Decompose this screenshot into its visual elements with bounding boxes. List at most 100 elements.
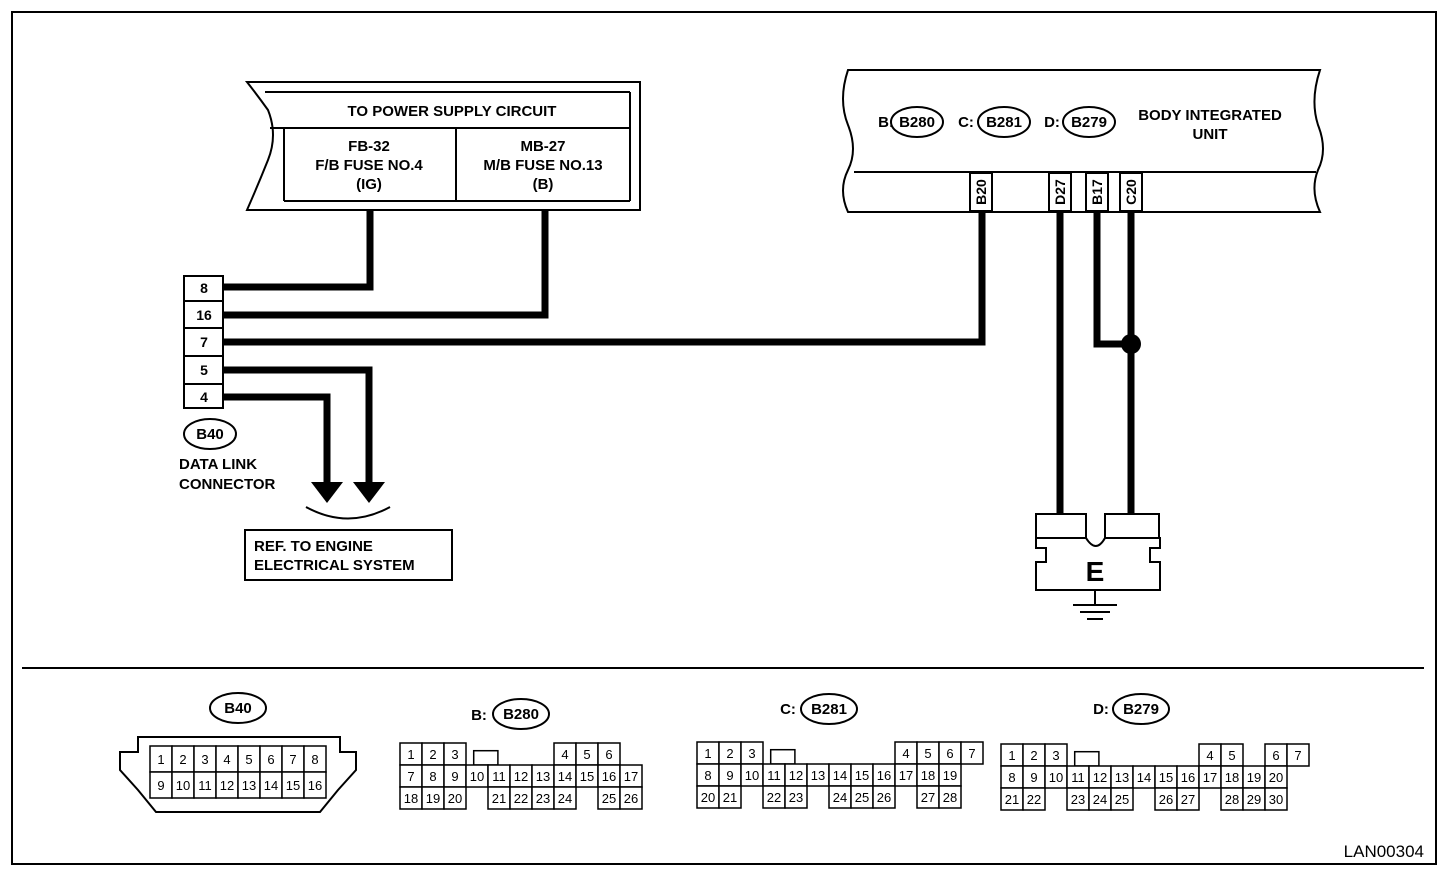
b279-pin-number: 16 <box>1181 770 1195 785</box>
wire-pin7-b20 <box>223 212 986 346</box>
b279-pin-number: 22 <box>1027 792 1041 807</box>
wire-pin4-ref <box>223 393 331 484</box>
b280-pin-number: 13 <box>536 769 550 784</box>
b279-pin-cell <box>1286 743 1310 767</box>
b40-pin-number: 4 <box>223 752 230 767</box>
b279-pin-number: 5 <box>1228 748 1235 763</box>
b280-pin-number: 4 <box>561 747 568 762</box>
wire-pin16-fuse13 <box>223 211 549 319</box>
wire-pin5-ref <box>223 366 373 484</box>
b40-pin-number: 7 <box>289 752 296 767</box>
b279-pin-number: 4 <box>1206 748 1213 763</box>
b280-pin-number: 18 <box>404 791 418 806</box>
ground-e: E <box>1035 513 1161 620</box>
b280-pin-number: 21 <box>492 791 506 806</box>
b281-pin-cell <box>718 785 742 809</box>
b280-pin-number: 1 <box>407 747 414 762</box>
wire-junction <box>1121 334 1141 354</box>
b279-pin-number: 27 <box>1181 792 1195 807</box>
b279-pin-number: 17 <box>1203 770 1217 785</box>
connector-b281-code: B281 <box>986 114 1022 131</box>
b40-pin-number: 13 <box>242 778 256 793</box>
wire-b17-junction <box>1093 212 1131 348</box>
b281-pin-number: 16 <box>877 768 891 783</box>
b280-pin-number: 9 <box>451 769 458 784</box>
b281-pin-number: 22 <box>767 790 781 805</box>
power-supply-box: TO POWER SUPPLY CIRCUIT FB-32 F/B FUSE N… <box>244 81 641 211</box>
b281-pin-cell <box>872 785 896 809</box>
b280-pin-number: 23 <box>536 791 550 806</box>
b281-pin-number: 11 <box>767 768 781 783</box>
outer-frame <box>11 11 1437 865</box>
b281-pin-number: 15 <box>855 768 869 783</box>
b40-pin-number: 1 <box>157 752 164 767</box>
b279-pin-cell <box>1110 787 1134 811</box>
b279-pin-number: 1 <box>1008 748 1015 763</box>
b281-pin-number: 26 <box>877 790 891 805</box>
b40-pin-number: 3 <box>201 752 208 767</box>
b279-pin-number: 30 <box>1269 792 1283 807</box>
b280-pin-number: 19 <box>426 791 440 806</box>
b280-pin-number: 15 <box>580 769 594 784</box>
dlc-pin-7: 7 <box>200 334 208 350</box>
b281-pin-number: 10 <box>745 768 759 783</box>
b279-pin-number: 21 <box>1005 792 1019 807</box>
body-integrated-unit: B: B280 C: B281 D: B279 BODY INTEGRATED … <box>842 69 1324 213</box>
b280-pin-number: 17 <box>624 769 638 784</box>
dlc-pin-5: 5 <box>200 362 208 378</box>
ref-arrows <box>305 482 391 520</box>
b40-pin-number: 8 <box>311 752 318 767</box>
b279-pin-cell <box>1022 787 1046 811</box>
b279-pin-number: 23 <box>1071 792 1085 807</box>
legend-b279-prefix: D: <box>1093 701 1109 718</box>
b40-pin-number: 6 <box>267 752 274 767</box>
fuse-fb32-label: FB-32 <box>348 138 390 155</box>
b279-pin-number: 9 <box>1030 770 1037 785</box>
b281-pin-cell <box>960 741 984 765</box>
b281-pin-cell <box>938 785 962 809</box>
legend-b40-code: B40 <box>224 700 252 717</box>
b281-pin-number: 5 <box>924 746 931 761</box>
connector-c-prefix: C: <box>958 114 974 131</box>
b281-pin-number: 12 <box>789 768 803 783</box>
b279-pin-number: 10 <box>1049 770 1063 785</box>
b279-pin-cell <box>1176 787 1200 811</box>
b279-pin-cell <box>1264 787 1288 811</box>
dlc-label: DATA LINK <box>179 456 257 473</box>
b280-pin-number: 3 <box>451 747 458 762</box>
svg-text:C20: C20 <box>1123 179 1139 205</box>
b279-pin-number: 25 <box>1115 792 1129 807</box>
b280-pin-number: 12 <box>514 769 528 784</box>
b280-pin-cell <box>553 786 577 810</box>
b281-pin-number: 28 <box>943 790 957 805</box>
b281-pin-number: 6 <box>946 746 953 761</box>
diagram-code: LAN00304 <box>1344 842 1424 861</box>
b279-pin-number: 3 <box>1052 748 1059 763</box>
b280-pin-number: 8 <box>429 769 436 784</box>
b281-pin-number: 25 <box>855 790 869 805</box>
legend-b280-code: B280 <box>503 706 539 723</box>
b280-pin-number: 6 <box>605 747 612 762</box>
b40-pin-number: 2 <box>179 752 186 767</box>
b40-pin-cell <box>303 771 327 799</box>
connector-b-prefix: B: <box>878 114 894 131</box>
b280-pin-number: 2 <box>429 747 436 762</box>
b280-pin-number: 25 <box>602 791 616 806</box>
b280-pin-number: 7 <box>407 769 414 784</box>
b40-pin-number: 14 <box>264 778 278 793</box>
b280-pin-number: 11 <box>492 769 506 784</box>
fuse-mb27-label: MB-27 <box>520 138 565 155</box>
b281-pin-number: 13 <box>811 768 825 783</box>
b279-pin-number: 19 <box>1247 770 1261 785</box>
b281-pin-number: 19 <box>943 768 957 783</box>
b281-pin-number: 2 <box>726 746 733 761</box>
b280-pin-number: 5 <box>583 747 590 762</box>
b280-pin-cell <box>619 786 643 810</box>
b281-pin-number: 3 <box>748 746 755 761</box>
b280-pin-number: 20 <box>448 791 462 806</box>
b280-pin-number: 10 <box>470 769 484 784</box>
